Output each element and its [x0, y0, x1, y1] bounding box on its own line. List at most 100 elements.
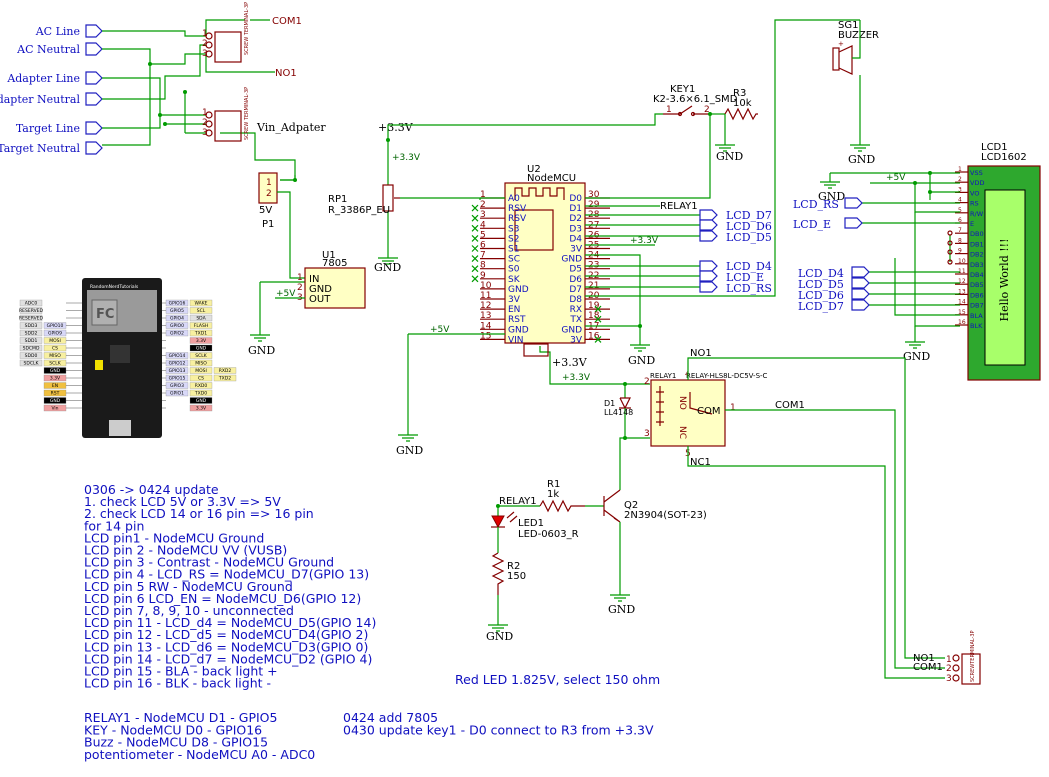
board-left-label: SDD3	[25, 323, 38, 329]
u2-right-pin-name: D6	[569, 275, 582, 285]
note-line: LCD pin 7, 8, 9, 10 - unconnected	[84, 603, 294, 618]
lcd-pin-num: 1	[958, 166, 962, 173]
lcd-screen-text: Hello World !!!	[998, 238, 1011, 321]
r1-ref: R1	[547, 479, 560, 490]
relay-pin-1: 1	[730, 403, 736, 413]
board-right-label: SCL	[197, 308, 206, 314]
u2-left-pin-num: 15	[480, 331, 491, 341]
board-title: RandomNerdTutorials	[90, 284, 139, 290]
flag-lcd-rs: LCD_RS	[726, 282, 772, 295]
screw-terminal-mid: 1 2 3 SCREW TERMINAL-3P Vin_Adpater	[202, 87, 326, 142]
board-right-label: TXD0	[194, 391, 207, 397]
note2-line: potentiometer - NodeMCU A0 - ADC0	[84, 747, 315, 762]
board-left-label: SDCLK	[24, 361, 40, 367]
board-left-label: MOSI	[49, 338, 61, 344]
port-target-line: Target Line	[16, 121, 103, 135]
st2-label: SCREW TERMINAL-3P	[244, 87, 250, 140]
u2-left-pin-name: S2	[508, 234, 519, 244]
u2-left-pin-name: S3	[508, 224, 519, 234]
potentiometer-rp1: +3.3V +3.3V GND RP1 R_3386P_EU	[328, 121, 480, 274]
net-relay1-u2: RELAY1	[660, 201, 698, 212]
u2-right-pin-num: 19	[588, 301, 600, 311]
board-right-label: RXD0	[195, 383, 208, 389]
lcd-pin-num: 2	[958, 176, 962, 183]
port-adapter-neutral: Adapter Neutral	[0, 92, 103, 106]
lcd-pin-num: 7	[958, 227, 962, 234]
lcd-pin-name: DB0	[970, 230, 984, 238]
st3-pin-2: 2	[946, 664, 952, 674]
left-port-wires	[102, 19, 296, 181]
svg-text:FC: FC	[96, 307, 114, 322]
note-line: LCD pin 4 - LCD_RS = NodeMCU_D7(GPIO 13)	[84, 567, 369, 582]
r3-value: 10k	[733, 98, 752, 109]
relay-value: RELAY-HLS8L-DC5V-S-C	[686, 372, 768, 380]
board-right-label: 3.3V	[196, 338, 207, 344]
lcd-pin-name: E	[970, 220, 974, 228]
u2-left-pin-name: RST	[508, 315, 526, 325]
board-right-label: GPIO13	[169, 368, 186, 374]
u2-left-pin-num: 4	[480, 220, 486, 230]
board-right-label: CS	[198, 376, 204, 382]
u1-out-5v: +5V	[276, 289, 296, 299]
lcd-pin-name: DB2	[970, 251, 984, 259]
net-relay1-r1: RELAY1	[499, 496, 537, 507]
led1-value: LED-0603_R	[518, 529, 579, 540]
lcd-pin-name: DB6	[970, 291, 984, 299]
u2-ref: U2	[527, 164, 541, 175]
board-left-label: SDD2	[25, 331, 38, 337]
key1-pin-1: 1	[666, 105, 672, 115]
lcd-pin-name: DB1	[970, 240, 984, 248]
st3-label: SCREWTERMINAL-3P	[970, 630, 976, 682]
lcd-pin-name: R/W	[970, 210, 984, 218]
st2-pin-2: 2	[202, 118, 208, 128]
port-target-neutral-label: Target Neutral	[0, 142, 80, 155]
gnd-label-sg1: GND	[848, 153, 875, 166]
note3-line: 0424 add 7805	[343, 710, 438, 725]
u2-right-pin-name: D1	[569, 204, 582, 214]
relay-com1-label: COM1	[775, 400, 805, 411]
p1-pin-1: 1	[266, 178, 272, 188]
board-right-label: GPIO15	[169, 376, 186, 382]
st1-pin-3: 3	[202, 49, 208, 59]
u2-right-pin-num: 29	[588, 200, 600, 210]
gnd-label-r3: GND	[716, 150, 743, 163]
screw-terminal-top: 1 2 3 SCREW TERMINAL-3P COM1 NO1	[202, 2, 302, 79]
note-line: for 14 pin	[84, 518, 144, 533]
lcd-pin-num: 15	[958, 309, 966, 316]
relay-nc: NC	[677, 426, 687, 439]
port-ac-line-label: AC Line	[35, 25, 80, 38]
u2-right-pin-name: 3V	[570, 335, 583, 345]
relay-no1-label: NO1	[690, 348, 712, 359]
u2-right-pin-name: D7	[569, 285, 582, 295]
d1-ref: D1	[604, 399, 615, 408]
relay-com: COM	[697, 406, 720, 417]
lcd-screen	[984, 189, 1026, 366]
gnd-label-lcd2: GND	[903, 350, 930, 363]
u2-right-pin-num: 16	[588, 331, 600, 341]
u2-right-pin-name: D2	[569, 214, 582, 224]
note-line: LCD pin 2 - NodeMCU VV (VUSB)	[84, 543, 287, 558]
board-right-label: GPIO16	[169, 301, 186, 307]
relay-vcc-label: +3.3V	[552, 356, 588, 369]
relay-pin-3: 3	[644, 429, 650, 439]
flag-lcd-rs-r: LCD_RS	[793, 198, 839, 211]
r2-ref: R2	[507, 561, 520, 572]
board-left-label: MISO	[49, 353, 61, 359]
st2-pin-3: 3	[202, 128, 208, 138]
nodemcu-wires: +5V GND RELAY1 +3.3V GND	[396, 19, 860, 457]
board-left-label: ADC0	[25, 301, 38, 307]
u2-right-pin-name: 3V	[570, 245, 583, 255]
board-left-label: RST	[51, 391, 60, 397]
d1-value: LL4148	[604, 408, 633, 417]
left-port-flags: AC Line AC Neutral Adapter Line Adapter …	[0, 24, 103, 155]
lcd-5v: +5V	[886, 173, 906, 183]
board-right-label: GPIO5	[170, 308, 184, 314]
lcd-pin-name: VO	[970, 189, 979, 197]
net-com1-top: COM1	[272, 16, 302, 27]
port-ac-neutral: AC Neutral	[16, 42, 103, 56]
board-left-label: RESERVED	[19, 316, 43, 322]
note-line: LCD pin 3 - Contrast - NodeMCU Ground	[84, 555, 334, 570]
